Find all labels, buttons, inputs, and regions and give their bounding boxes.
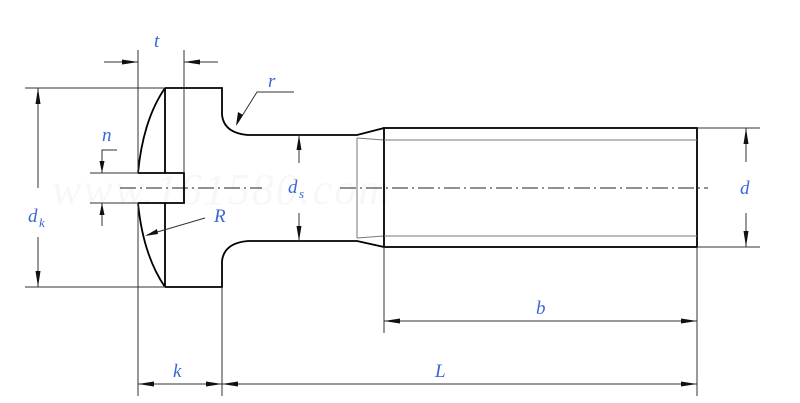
dimension-L: L bbox=[222, 361, 697, 387]
arrow-icon bbox=[35, 88, 41, 104]
label-ds: d bbox=[288, 177, 298, 198]
label-k: k bbox=[173, 361, 182, 382]
label-d: d bbox=[740, 178, 750, 199]
arrow-icon bbox=[296, 226, 302, 241]
screw-shank bbox=[221, 114, 385, 262]
arrow-icon bbox=[743, 231, 749, 247]
arrow-icon bbox=[184, 59, 200, 65]
label-b: b bbox=[536, 298, 546, 319]
dimension-dk: d k bbox=[28, 88, 45, 287]
extension-lines bbox=[25, 50, 760, 396]
arrow-icon bbox=[99, 203, 105, 215]
arrow-icon bbox=[296, 135, 302, 150]
arrow-icon bbox=[384, 318, 400, 324]
arrow-icon bbox=[138, 381, 154, 387]
thread-body bbox=[383, 127, 698, 248]
dimension-b: b bbox=[384, 298, 697, 324]
arrow-icon bbox=[743, 128, 749, 144]
arrow-icon bbox=[222, 381, 238, 387]
dimension-k: k bbox=[138, 361, 222, 387]
arrow-icon bbox=[145, 229, 158, 236]
arrow-icon bbox=[99, 161, 105, 173]
label-n: n bbox=[102, 125, 112, 146]
arrow-icon bbox=[681, 318, 697, 324]
label-t: t bbox=[154, 31, 160, 52]
arrow-icon bbox=[122, 59, 138, 65]
label-dk-subscript: k bbox=[39, 215, 45, 230]
screw-head bbox=[137, 87, 223, 288]
arrow-icon bbox=[236, 112, 243, 126]
label-R: R bbox=[213, 206, 226, 227]
label-dk: d bbox=[28, 206, 38, 227]
arrow-icon bbox=[206, 381, 222, 387]
dimension-t: t bbox=[104, 31, 218, 65]
label-L: L bbox=[434, 361, 446, 382]
label-ds-subscript: s bbox=[299, 186, 304, 201]
dimension-r: r bbox=[236, 71, 294, 126]
label-r: r bbox=[268, 71, 276, 92]
dimension-d: d bbox=[740, 128, 750, 247]
dimension-n: n bbox=[99, 125, 117, 226]
arrow-icon bbox=[35, 271, 41, 287]
dimension-R: R bbox=[145, 206, 226, 236]
dimension-ds: d s bbox=[288, 135, 304, 241]
arrow-icon bbox=[681, 381, 697, 387]
